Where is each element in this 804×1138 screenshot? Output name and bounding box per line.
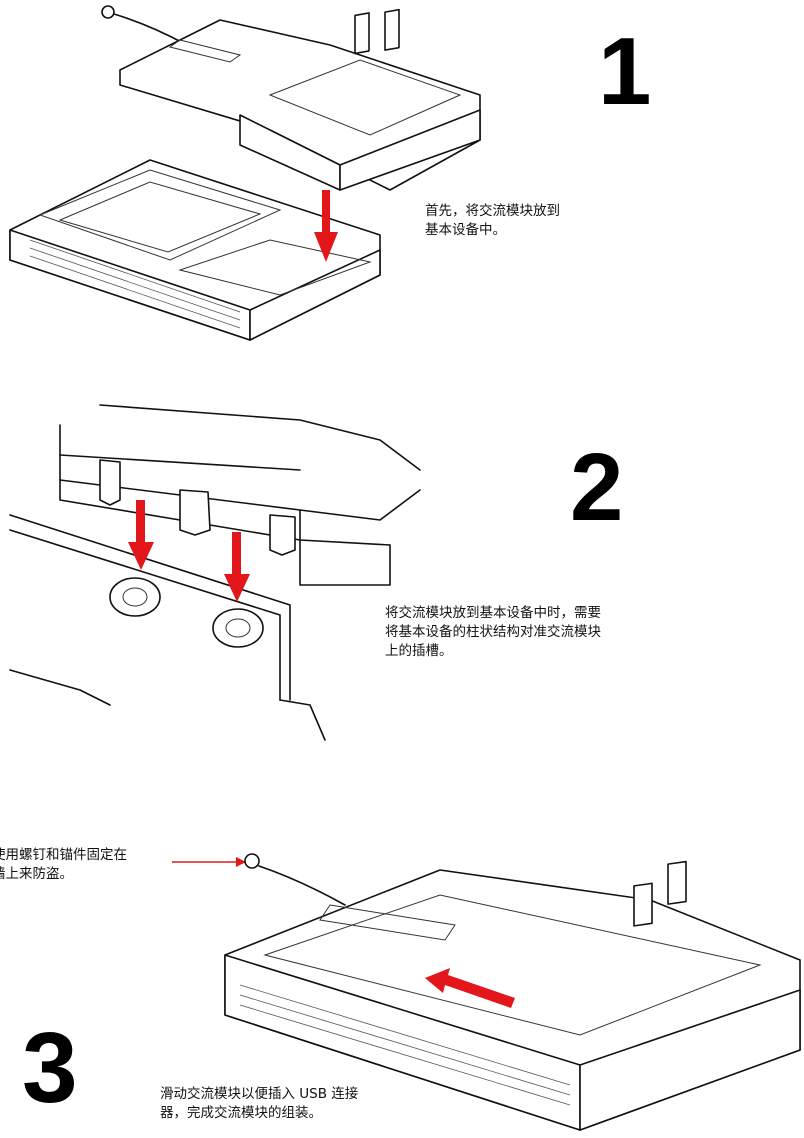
align-arrow-2 xyxy=(224,532,250,602)
anchor-ring xyxy=(101,5,115,19)
post-1 xyxy=(109,577,161,617)
post-2 xyxy=(212,608,264,648)
step-number-2: 2 xyxy=(570,434,624,541)
anti-theft-callout: 使用螺钉和锚件固定在 墙上来防盗。 xyxy=(0,847,127,882)
align-arrow-1 xyxy=(128,500,154,570)
step-number-3: 3 xyxy=(22,1012,78,1124)
step-1-caption: 首先，将交流模块放到 基本设备中。 xyxy=(425,203,560,238)
step-number-1: 1 xyxy=(598,18,652,125)
insert-arrow-down xyxy=(314,190,338,262)
slide-arrow xyxy=(425,968,515,1008)
step-2-caption: 将交流模块放到基本设备中时，需要 将基本设备的柱状结构对准交流模块 上的插槽。 xyxy=(385,605,601,659)
step-3-caption: 滑动交流模块以便插入 USB 连接 器，完成交流模块的组装。 xyxy=(160,1086,359,1121)
